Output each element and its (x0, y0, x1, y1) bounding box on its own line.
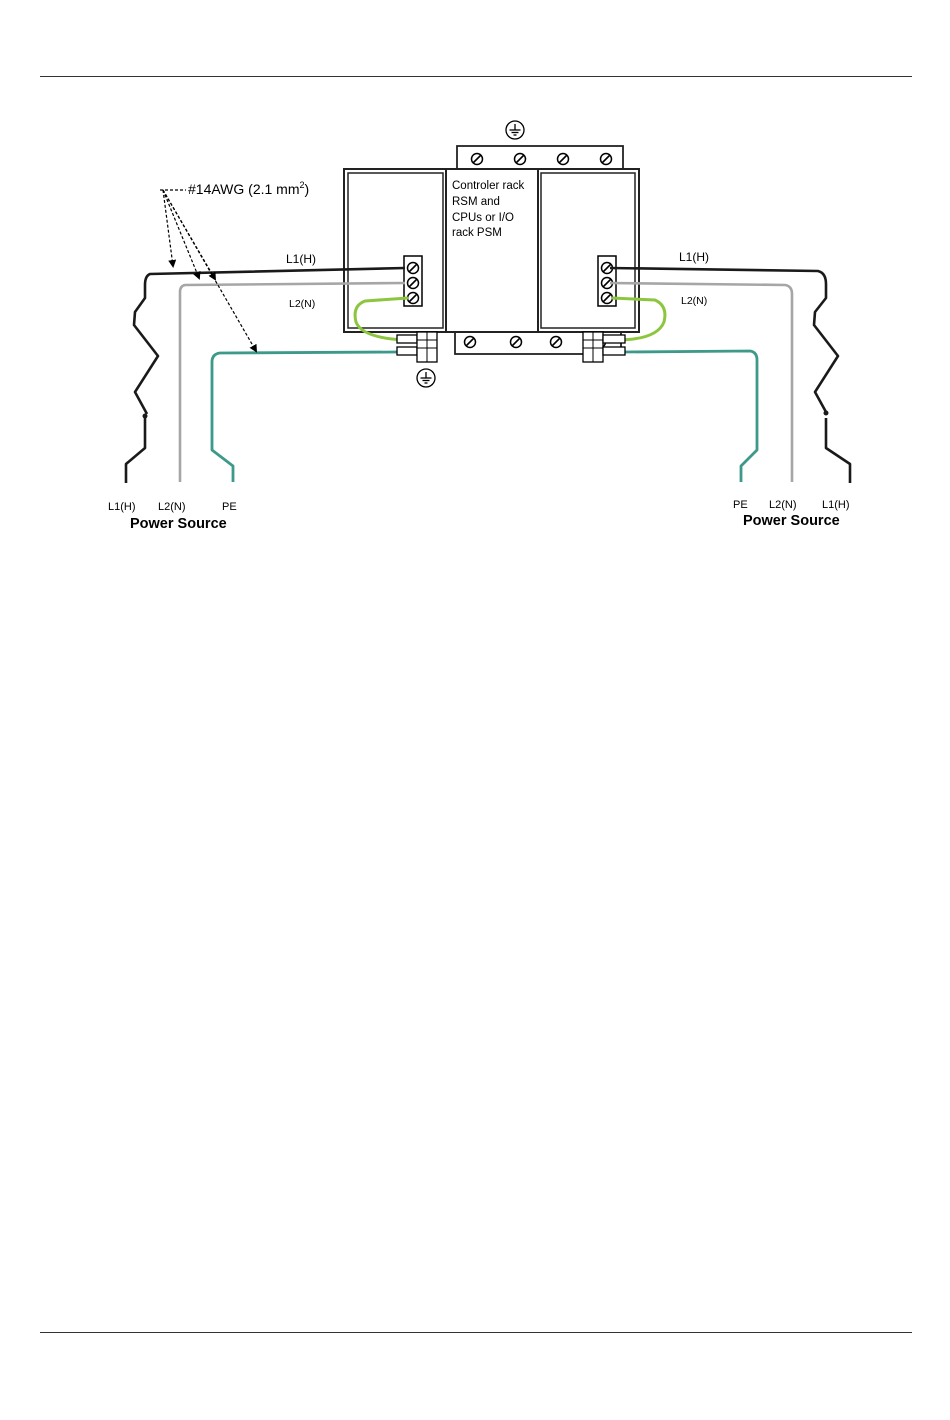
right-l1-wire-lower (826, 418, 850, 483)
left-psm-module (348, 173, 443, 328)
left-switch-contact (143, 414, 148, 419)
svg-text:PE: PE (222, 501, 237, 513)
rack-assembly (344, 169, 639, 332)
right-ground-lug (583, 332, 625, 362)
right-psm-module (541, 173, 635, 328)
top-ground-icon (506, 121, 524, 139)
right-l1-label: L1(H) (679, 250, 709, 264)
wire-gauge-leaders (160, 190, 256, 351)
left-l1-label: L1(H) (286, 252, 316, 266)
left-l2-label: L2(N) (289, 298, 315, 310)
svg-text:L1(H): L1(H) (822, 499, 850, 511)
right-pe-wire (625, 351, 757, 482)
right-switch-contact (824, 411, 829, 416)
svg-text:PE: PE (733, 499, 748, 511)
right-power-source-title: Power Source (743, 513, 840, 529)
wire-gauge-label: #14AWG (2.1 mm2) (188, 180, 309, 197)
left-power-source: L1(H) L2(N) PE Power Source (108, 501, 237, 532)
svg-text:L2(N): L2(N) (769, 499, 797, 511)
center-module (446, 169, 538, 332)
left-l1-wire-lower (126, 418, 145, 483)
svg-text:L1(H): L1(H) (108, 501, 136, 513)
left-ground-lug (397, 332, 437, 362)
left-pe-wire (212, 352, 397, 482)
right-l2-label: L2(N) (681, 295, 707, 307)
left-ground-icon (417, 369, 435, 387)
svg-text:L2(N): L2(N) (158, 501, 186, 513)
left-power-source-title: Power Source (130, 516, 227, 532)
right-power-source: PE L2(N) L1(H) Power Source (733, 499, 850, 529)
right-l1-wire (610, 268, 838, 412)
